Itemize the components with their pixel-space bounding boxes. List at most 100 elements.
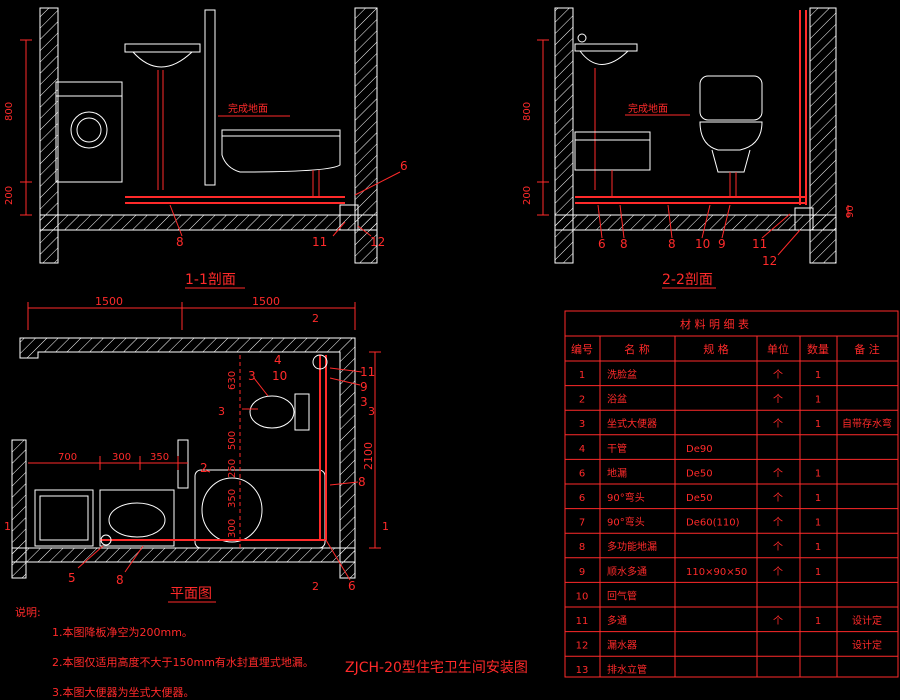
section-2-2 <box>537 7 849 264</box>
note-3: 3.本图大便器为坐式大便器。 <box>52 686 195 699</box>
table-cell: 6 <box>579 493 585 504</box>
table-cell: 个 <box>773 517 783 529</box>
plan-callout-10: 10 <box>272 369 287 383</box>
table-cell: 90°弯头 <box>607 491 645 504</box>
callout-9-view2: 9 <box>718 237 726 251</box>
callout-8a-view2: 8 <box>620 237 628 251</box>
callout-11-view1: 11 <box>312 235 327 249</box>
plan-callout-3b: 3 <box>360 395 368 409</box>
plan-partition <box>177 439 189 489</box>
bathtub <box>221 129 341 173</box>
plan-callout-8b: 8 <box>116 573 124 587</box>
table-cell: 9 <box>579 567 585 578</box>
right-wall <box>354 7 378 264</box>
callout-6-view2: 6 <box>598 237 606 251</box>
table-cell: De50 <box>686 493 713 504</box>
table-cell: 1 <box>815 567 821 578</box>
table-cell: 个 <box>773 566 783 578</box>
dim-700-label: 700 <box>58 452 77 463</box>
section-1-title: 1-1剖面 <box>185 272 236 288</box>
table-cell: 多功能地漏 <box>607 540 657 553</box>
table-cell: 设计定 <box>852 614 882 627</box>
plan-callout-9: 9 <box>360 380 368 394</box>
table-cell: 个 <box>773 467 783 479</box>
table-cell: 洗脸盆 <box>607 368 637 381</box>
cut-mark-1-right: 1 <box>382 520 389 533</box>
table-cell: 1 <box>815 468 821 479</box>
table-cell: 1 <box>815 493 821 504</box>
section-2-title: 2-2剖面 <box>662 272 713 288</box>
drawing-title: ZJCH-20型住宅卫生间安装图 <box>345 660 528 676</box>
cut-mark-2-bottom: 2 <box>312 580 319 593</box>
table-cell: 1 <box>815 395 821 406</box>
table-cell: 1 <box>815 518 821 529</box>
floor-slab-2 <box>554 214 837 231</box>
dim-800-label: 800 <box>4 102 15 121</box>
plan-view <box>11 302 381 581</box>
callout-10-view2: 10 <box>695 237 710 251</box>
plan-callout-2: 2 <box>200 461 208 475</box>
table-cell: 11 <box>576 616 589 627</box>
dim-250-label: 250 <box>227 459 238 478</box>
left-wall <box>39 7 59 264</box>
dim-200-label-2: 200 <box>522 186 533 205</box>
table-cell: De50 <box>686 468 713 479</box>
table-cell: 排水立管 <box>607 663 647 676</box>
table-header-cell: 数量 <box>807 343 829 356</box>
table-cell: 8 <box>579 542 585 553</box>
callout-12-view2: 12 <box>762 254 777 268</box>
left-wall-2 <box>554 7 574 264</box>
dim-top-right-label: 1500 <box>252 295 280 308</box>
dim-350-label: 350 <box>227 489 238 508</box>
callout-6-view1: 6 <box>400 159 408 173</box>
table-cell: 6 <box>579 468 585 479</box>
callout-12-view1: 12 <box>370 235 385 249</box>
table-cell: 浴盆 <box>607 393 627 406</box>
dim-90-label: 90 <box>845 205 856 218</box>
plan-toilet <box>249 393 310 431</box>
callout-8-view1: 8 <box>176 235 184 249</box>
floor-label-2: 完成地面 <box>628 102 668 115</box>
table-cell: 个 <box>773 615 783 627</box>
table-cell: 12 <box>576 641 589 652</box>
plan-washing-machine <box>34 489 94 547</box>
plan-left-wall <box>11 439 27 579</box>
callout-8b-view2: 8 <box>668 237 676 251</box>
note-1: 1.本图降板净空为200mm。 <box>52 626 193 639</box>
notes-heading: 说明: <box>15 606 41 619</box>
table-cell: 自带存水弯 <box>842 417 892 430</box>
dim-350b-label: 350 <box>150 452 169 463</box>
plan-callout-4: 4 <box>274 353 282 367</box>
floor-label: 完成地面 <box>228 102 268 115</box>
table-cell: 1 <box>579 370 585 381</box>
toilet <box>699 75 763 173</box>
dim-300-label: 300 <box>112 452 131 463</box>
table-header-cell: 名 称 <box>624 342 650 356</box>
table-cell: 7 <box>579 518 585 529</box>
table-cell: De60(110) <box>686 518 740 529</box>
table-cell: 干管 <box>607 442 627 455</box>
partition-wall <box>204 9 216 186</box>
table-cell: 1 <box>815 542 821 553</box>
table-cell: 多通 <box>607 614 627 627</box>
plan-stack <box>312 354 328 370</box>
dim-500-label: 500 <box>227 431 238 450</box>
table-cell: 110×90×50 <box>686 567 747 578</box>
dim-top-left-label: 1500 <box>95 295 123 308</box>
plan-view-title: 平面图 <box>170 586 212 602</box>
table-cell: 坐式大便器 <box>607 417 657 430</box>
table-cell: 个 <box>773 492 783 504</box>
cut-mark-3-right: 3 <box>368 405 375 418</box>
floor-drain-2 <box>794 207 814 231</box>
cut-mark-3-left: 3 <box>218 405 225 418</box>
table-cell: 个 <box>773 394 783 406</box>
section-1-1 <box>20 7 401 264</box>
plan-washbasin <box>99 489 175 547</box>
note-2: 2.本图仅适用高度不大于150mm有水封直埋式地漏。 <box>52 656 314 669</box>
callout-11-view2: 11 <box>752 237 767 251</box>
plan-bottom-wall <box>11 547 356 563</box>
washbasin-2 <box>574 33 638 65</box>
dim-overall-height-label: 2100 <box>362 442 375 470</box>
plan-top-wall <box>19 337 356 579</box>
plan-floor-drain <box>100 534 112 546</box>
